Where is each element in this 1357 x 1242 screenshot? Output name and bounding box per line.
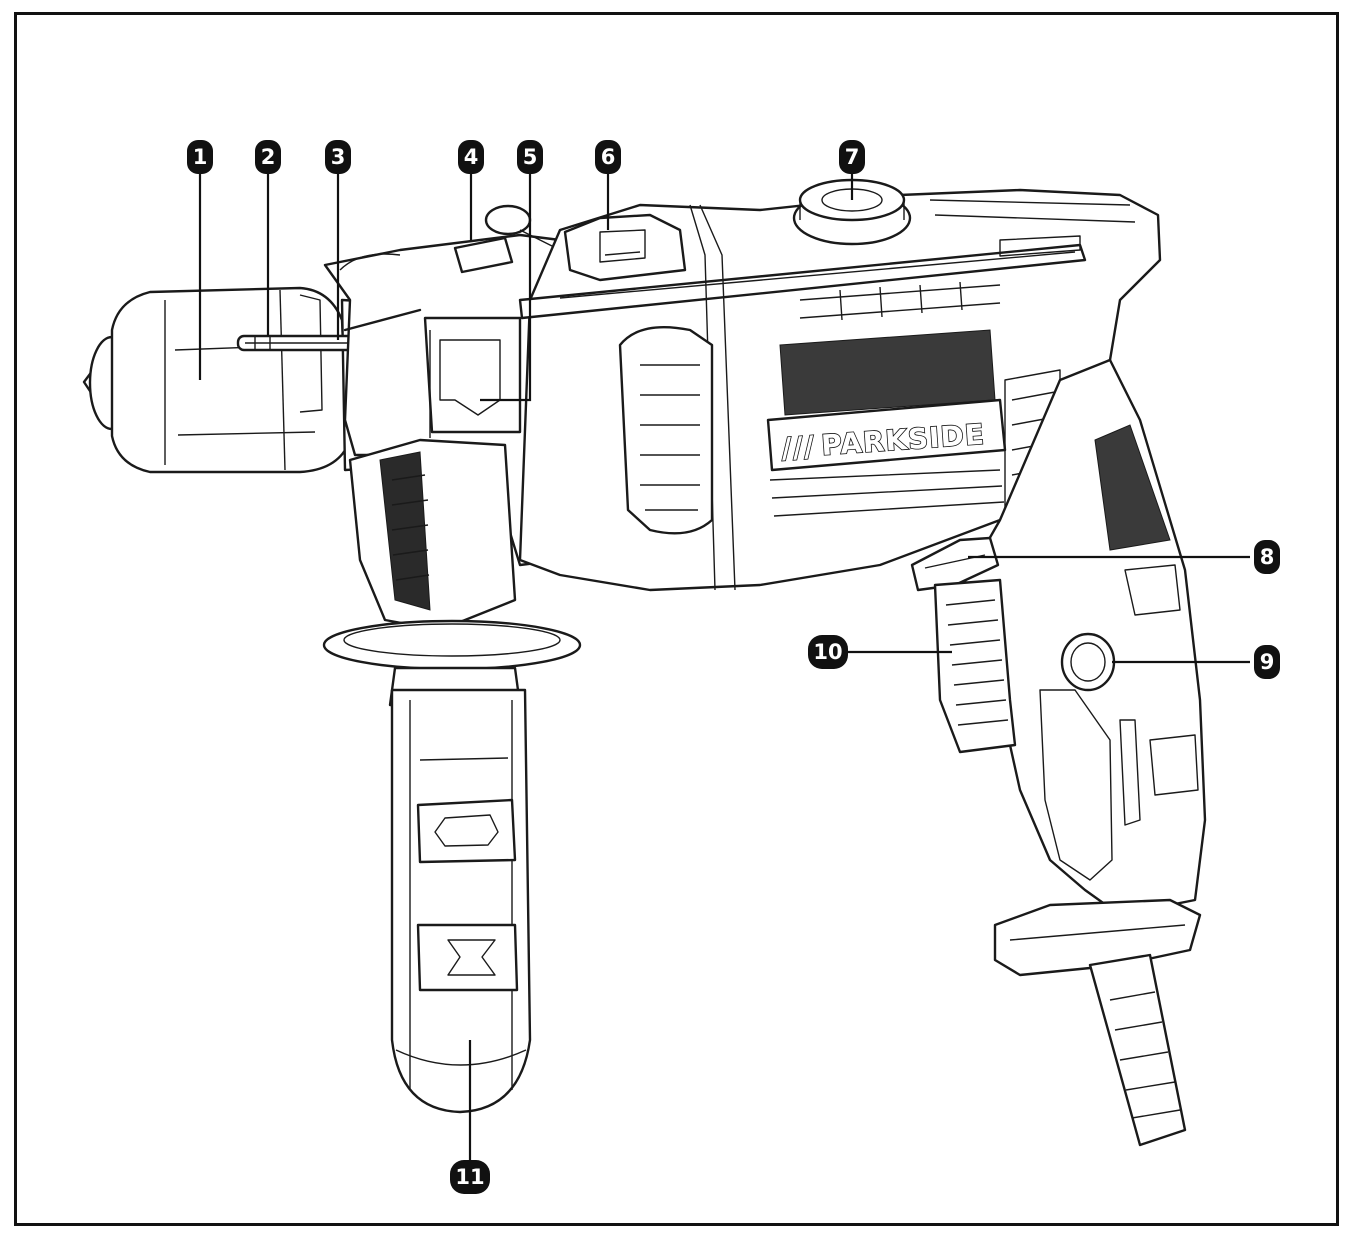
callout-2: 2 xyxy=(255,140,281,174)
callout-9: 9 xyxy=(1254,645,1280,679)
rear-handle xyxy=(910,358,1207,977)
cable-sleeve xyxy=(1088,953,1187,1147)
callout-10: 10 xyxy=(808,635,848,669)
callout-2-label: 2 xyxy=(261,145,276,169)
callout-4: 4 xyxy=(458,140,484,174)
leader-lines xyxy=(198,170,1250,1160)
callout-1-label: 1 xyxy=(193,145,208,169)
callout-11-badge xyxy=(450,1160,490,1194)
callout-6: 6 xyxy=(595,140,621,174)
auxiliary-handle-grip xyxy=(390,688,532,1114)
motor-housing xyxy=(518,178,1162,592)
callout-8-label: 8 xyxy=(1260,545,1275,569)
callout-5-label: 5 xyxy=(523,145,538,169)
callout-4-badge xyxy=(458,140,484,174)
callout-6-label: 6 xyxy=(601,145,616,169)
gear-housing xyxy=(323,204,582,567)
auxiliary-handle-collar xyxy=(322,438,582,707)
callout-7: 7 xyxy=(839,140,865,174)
callout-3-label: 3 xyxy=(331,145,346,169)
callout-8: 8 xyxy=(1254,540,1280,574)
callout-10-badge xyxy=(808,635,848,669)
callout-6-badge xyxy=(595,140,621,174)
callout-8-badge xyxy=(1254,540,1280,574)
callout-1-badge xyxy=(187,140,213,174)
callout-4-label: 4 xyxy=(464,145,479,169)
brand-mark: /// xyxy=(780,430,816,465)
callout-9-label: 9 xyxy=(1260,650,1275,674)
callout-11: 11 xyxy=(450,1160,490,1194)
callout-7-label: 7 xyxy=(845,145,860,169)
callout-3: 3 xyxy=(325,140,351,174)
callout-3-badge xyxy=(325,140,351,174)
callout-5: 5 xyxy=(517,140,543,174)
callout-9-badge xyxy=(1254,645,1280,679)
callout-11-label: 11 xyxy=(455,1165,484,1189)
callout-2-badge xyxy=(255,140,281,174)
figure-frame xyxy=(14,12,1339,1226)
callout-1: 1 xyxy=(187,140,213,174)
callout-5-badge xyxy=(517,140,543,174)
callout-10-label: 10 xyxy=(813,640,842,664)
callout-7-badge xyxy=(839,140,865,174)
